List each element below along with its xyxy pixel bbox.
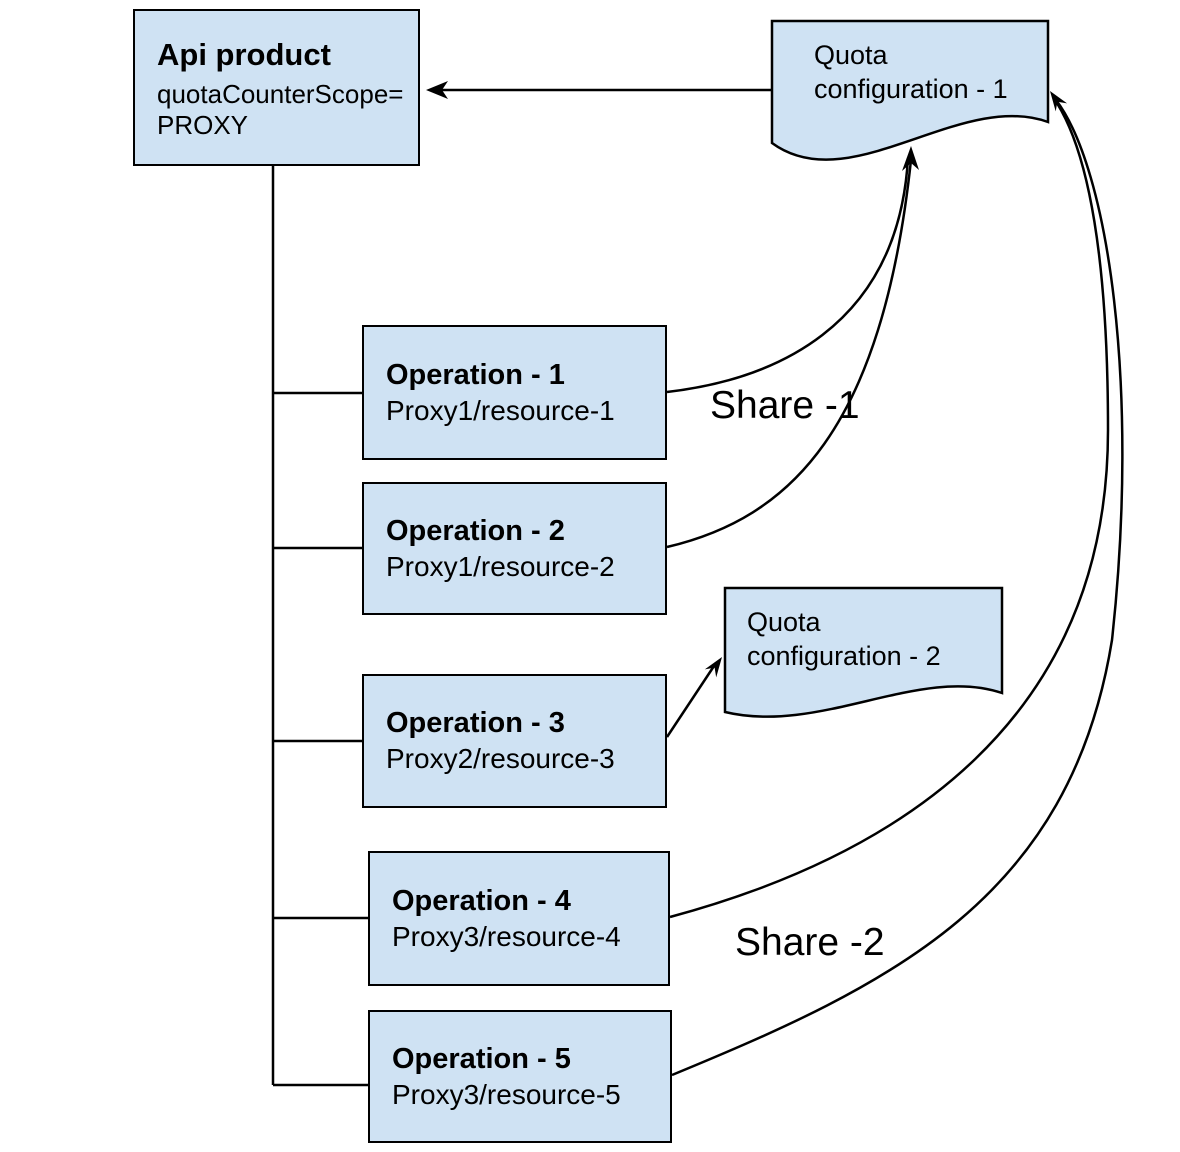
quota-config-2-line2: configuration - 2 (747, 641, 941, 671)
operation-3-title: Operation - 3 (386, 707, 565, 739)
arrow-into-quota2-head (704, 657, 722, 678)
quota-config-1-text: Quota configuration - 1 (772, 21, 1048, 123)
api-product-scope-line: quotaCounterScope= (157, 78, 404, 109)
curve-operation-5-to-quota1 (671, 99, 1124, 1077)
operation-5-title: Operation - 5 (392, 1042, 571, 1075)
curve-operation-4-to-quota1 (669, 96, 1110, 919)
operation-4-box: Operation - 4 Proxy3/resource-4 (368, 851, 670, 986)
operation-1-title: Operation - 1 (386, 358, 565, 391)
operation-3-box: Operation - 3 Proxy2/resource-3 (362, 674, 667, 808)
curve-operation-2-to-quota1 (666, 159, 913, 549)
quota-config-1-line1: Quota (814, 40, 888, 70)
api-product-title: Api product (157, 36, 331, 72)
api-product-box: Api product quotaCounterScope= PROXY (133, 9, 420, 166)
quota-config-2-shape (723, 586, 1004, 718)
quota-config-2-text: Quota configuration - 2 (725, 588, 1002, 690)
quota-config-1-shape (770, 19, 1050, 161)
quota-config-1-line2: configuration - 1 (814, 74, 1008, 104)
operation-1-box: Operation - 1 Proxy1/resource-1 (362, 325, 667, 460)
line-operation-3-to-quota2 (665, 662, 718, 738)
operation-2-box: Operation - 2 Proxy1/resource-2 (362, 482, 667, 615)
operation-2-resource: Proxy1/resource-2 (386, 550, 615, 582)
api-product-scope-value: PROXY (157, 109, 249, 140)
operation-4-resource: Proxy3/resource-4 (392, 920, 621, 952)
operation-2-title: Operation - 2 (386, 514, 565, 547)
quota-config-2-line1: Quota (747, 607, 821, 637)
operation-5-resource: Proxy3/resource-5 (392, 1078, 621, 1110)
operation-5-box: Operation - 5 Proxy3/resource-5 (368, 1010, 672, 1143)
arrow-into-quota1-bottom-head (902, 146, 919, 171)
share-2-label: Share -2 (735, 921, 885, 964)
operation-3-resource: Proxy2/resource-3 (386, 743, 615, 774)
curve-operation-1-to-quota1 (666, 157, 910, 394)
arrow-quota1-to-api-head (426, 81, 448, 99)
operation-1-resource: Proxy1/resource-1 (386, 394, 615, 426)
share-1-label: Share -1 (710, 384, 860, 427)
arrow-into-quota1-right-head (1050, 91, 1068, 112)
operation-4-title: Operation - 4 (392, 884, 571, 917)
